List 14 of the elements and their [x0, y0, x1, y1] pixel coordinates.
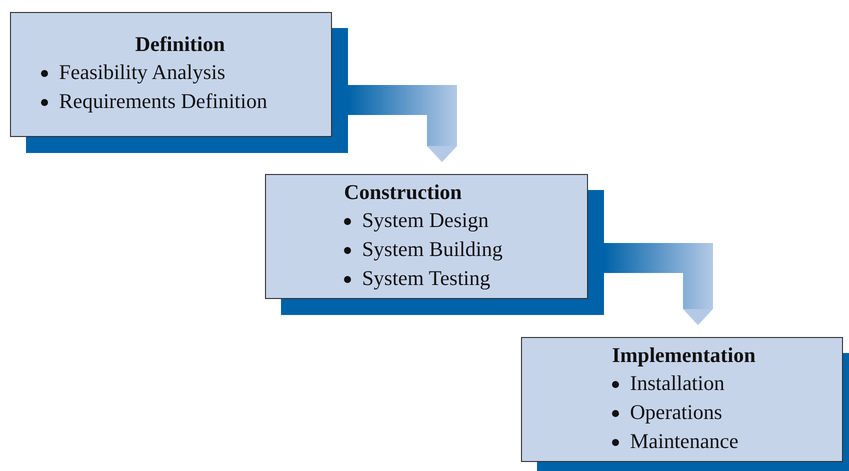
- task-item: Operations: [630, 399, 722, 426]
- phase-box: [265, 174, 588, 299]
- phase-box: [10, 12, 332, 137]
- phase-title: Construction: [344, 179, 463, 206]
- task-item: Requirements Definition: [59, 88, 268, 115]
- task-item: System Design: [362, 207, 489, 234]
- phase-title: Implementation: [612, 342, 756, 369]
- task-item: System Testing: [362, 265, 490, 292]
- task-item: Maintenance: [630, 428, 738, 455]
- task-item: Installation: [630, 370, 724, 397]
- phase-title: Definition: [134, 31, 226, 58]
- task-item: Feasibility Analysis: [59, 59, 226, 86]
- phase-box: [521, 337, 843, 462]
- task-item: System Building: [362, 236, 503, 263]
